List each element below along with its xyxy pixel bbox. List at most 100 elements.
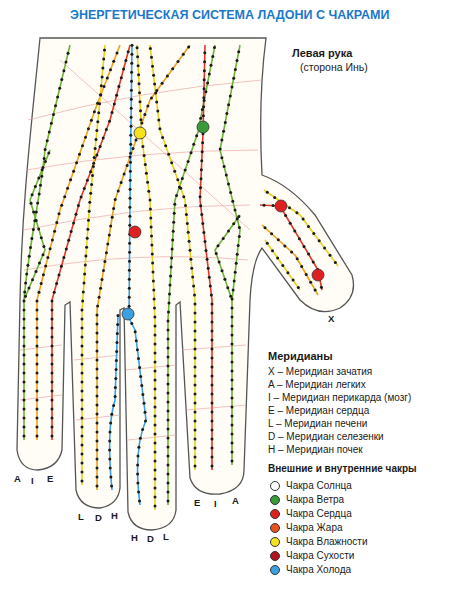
point-dot xyxy=(169,284,172,287)
point-dot xyxy=(48,131,51,134)
point-dot xyxy=(189,249,192,252)
point-dot xyxy=(29,246,32,249)
point-dot xyxy=(136,482,139,485)
point-dot xyxy=(309,281,312,284)
point-dot xyxy=(168,293,171,296)
point-dot xyxy=(329,254,332,257)
point-dot xyxy=(201,150,204,153)
point-dot xyxy=(83,273,86,276)
point-dot xyxy=(81,327,84,330)
point-dot xyxy=(223,278,226,281)
point-dot xyxy=(51,345,54,348)
point-dot xyxy=(152,271,155,274)
point-dot xyxy=(129,161,132,164)
point-dot xyxy=(102,269,105,272)
point-dot xyxy=(91,174,94,177)
point-dot xyxy=(130,71,133,74)
point-dot xyxy=(135,339,138,342)
point-dot xyxy=(223,165,226,168)
point-dot xyxy=(128,260,131,263)
point-dot xyxy=(23,399,26,402)
point-dot xyxy=(154,388,157,391)
point-dot xyxy=(128,287,131,290)
point-dot xyxy=(283,244,286,247)
point-dot xyxy=(96,323,99,326)
point-dot xyxy=(157,118,160,121)
point-dot xyxy=(227,230,230,233)
point-dot xyxy=(194,348,197,351)
point-dot xyxy=(75,161,78,164)
point-dot xyxy=(231,451,234,454)
point-dot xyxy=(40,282,43,285)
point-dot xyxy=(195,134,198,137)
point-dot xyxy=(167,428,170,431)
point-dot xyxy=(96,386,99,389)
point-dot xyxy=(96,359,99,362)
point-dot xyxy=(129,188,132,191)
point-dot xyxy=(95,153,98,156)
point-dot xyxy=(204,90,207,93)
point-dot xyxy=(106,242,109,245)
point-dot xyxy=(95,129,98,132)
point-dot xyxy=(231,433,234,436)
point-dot xyxy=(129,156,132,159)
point-dot xyxy=(51,372,54,375)
point-dot xyxy=(154,424,157,427)
point-dot xyxy=(238,226,241,229)
point-dot xyxy=(129,134,132,137)
point-dot xyxy=(167,446,170,449)
point-dot xyxy=(154,496,157,499)
point-dot xyxy=(194,303,197,306)
point-dot xyxy=(96,413,99,416)
point-dot xyxy=(51,309,54,312)
point-dot xyxy=(139,437,142,440)
point-dot xyxy=(114,395,117,398)
point-dot xyxy=(108,234,111,237)
point-dot xyxy=(106,77,109,80)
point-dot xyxy=(145,172,148,175)
point-dot xyxy=(137,73,140,76)
point-dot xyxy=(108,120,111,123)
point-dot xyxy=(226,286,229,289)
point-dot xyxy=(138,500,141,503)
meridian-letter: H xyxy=(131,533,138,544)
point-dot xyxy=(32,210,35,213)
point-dot xyxy=(23,435,26,438)
point-dot xyxy=(116,341,119,344)
legend-swatch xyxy=(270,523,280,533)
point-dot xyxy=(46,139,49,142)
point-dot xyxy=(231,352,234,355)
point-dot xyxy=(286,271,289,274)
point-dot xyxy=(128,269,131,272)
legend-entry: A – Меридиан легких xyxy=(268,379,366,391)
point-dot xyxy=(81,435,84,438)
point-dot xyxy=(153,316,156,319)
point-dot xyxy=(81,144,84,147)
point-dot xyxy=(96,404,99,407)
point-dot xyxy=(94,147,97,150)
point-dot xyxy=(81,471,84,474)
point-dot xyxy=(132,147,135,150)
point-dot xyxy=(302,218,305,221)
point-dot xyxy=(30,237,33,240)
point-dot xyxy=(202,105,205,108)
point-dot xyxy=(23,381,26,384)
meridian-letter: E xyxy=(194,498,200,509)
point-dot xyxy=(154,343,157,346)
point-dot xyxy=(194,456,197,459)
point-dot xyxy=(194,384,197,387)
point-dot xyxy=(99,287,102,290)
point-dot xyxy=(98,102,101,105)
point-dot xyxy=(36,300,39,303)
point-dot xyxy=(173,212,176,215)
point-dot xyxy=(40,236,43,239)
point-dot xyxy=(130,80,133,83)
point-dot xyxy=(138,82,141,85)
point-dot xyxy=(81,408,84,411)
point-dot xyxy=(115,350,118,353)
point-dot xyxy=(84,136,87,139)
point-dot xyxy=(179,187,182,190)
point-dot xyxy=(81,480,84,483)
point-dot xyxy=(231,415,234,418)
point-dot xyxy=(120,181,123,184)
